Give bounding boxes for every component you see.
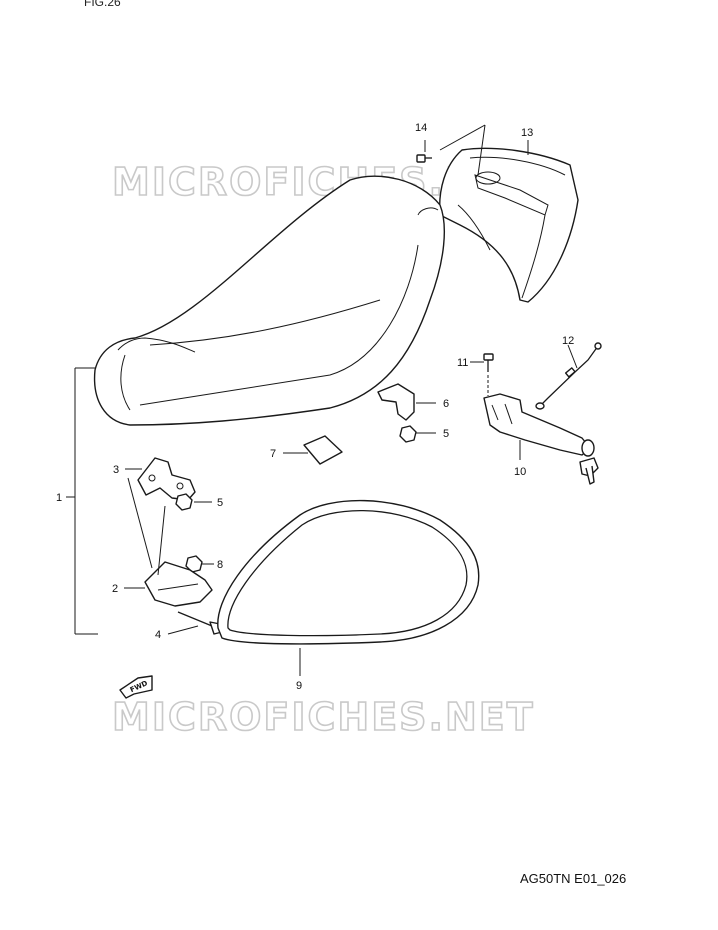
part-5-nut-lower: [175, 493, 193, 511]
callout-12: 12: [562, 335, 574, 347]
part-13-rear-box: [438, 147, 579, 303]
part-2-seat-hinge: [144, 561, 213, 607]
callout-4: 4: [155, 629, 161, 641]
part-12-cable: [535, 342, 602, 410]
part-9-seal-ring: [217, 499, 480, 645]
leader-3-to-2-b: [157, 505, 166, 576]
callout-8: 8: [217, 559, 223, 571]
leader-4: [167, 625, 199, 635]
callout-9: 9: [296, 680, 302, 692]
part-14-screw: [416, 154, 432, 163]
figure-header: FIG.26: [84, 0, 121, 9]
part-4-bolt: [177, 611, 223, 635]
callout-6: 6: [443, 398, 449, 410]
callout-13: 13: [521, 127, 533, 139]
seat-assembly: [93, 175, 445, 426]
assembly-bracket-1: [66, 367, 98, 635]
callout-7: 7: [270, 448, 276, 460]
leader-lines: [124, 124, 578, 676]
part-11-screw: [483, 353, 494, 372]
callout-2: 2: [112, 583, 118, 595]
diagram-code: AG50TN E01_026: [520, 871, 626, 886]
leader-14-a: [439, 124, 486, 151]
part-3-hinge-bracket: [137, 457, 196, 501]
callout-14: 14: [415, 122, 427, 134]
callout-1: 1: [56, 492, 62, 504]
part-8-nut: [185, 555, 203, 573]
part-7-pad: [303, 435, 343, 465]
leader-12: [567, 344, 578, 369]
part-5-nut-upper: [399, 425, 417, 443]
watermark-bottom: MICROFICHES.NET: [112, 695, 535, 739]
part-6-latch-striker: [377, 383, 415, 421]
callout-5-lower: 5: [217, 497, 223, 509]
leader-3-to-2-a: [127, 477, 153, 569]
callout-10: 10: [514, 466, 526, 478]
fwd-direction-icon: FWD: [119, 675, 153, 699]
part-10-lock-assembly: [483, 393, 599, 485]
callout-11: 11: [457, 357, 468, 369]
callout-5-upper: 5: [443, 428, 449, 440]
leader-14-b: [477, 124, 486, 176]
callout-3: 3: [113, 464, 119, 476]
